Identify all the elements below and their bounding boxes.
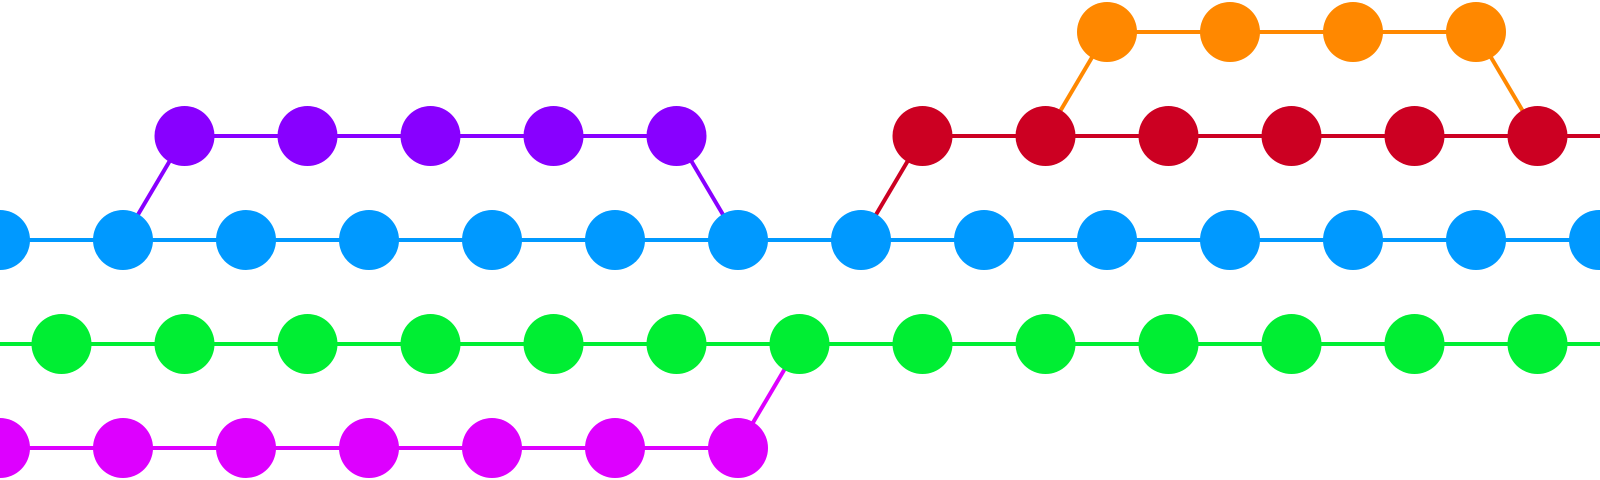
blue-commit-node-10 [1200, 210, 1260, 270]
green-commit-node-29 [31, 314, 92, 374]
blue-commit-node-4 [462, 210, 522, 270]
blue-commit-node-8 [954, 210, 1014, 270]
purple-commit-node-15 [277, 106, 338, 166]
green-commit-node-33 [523, 314, 584, 374]
magenta-commit-node-42 [0, 418, 30, 478]
magenta-commit-node-43 [93, 418, 153, 478]
magenta-commit-node-46 [462, 418, 522, 478]
green-commit-node-39 [1261, 314, 1322, 374]
green-commit-node-32 [400, 314, 461, 374]
blue-commit-node-5 [585, 210, 645, 270]
purple-commit-node-16 [400, 106, 461, 166]
blue-commit-node-1 [93, 210, 153, 270]
green-commit-node-38 [1138, 314, 1199, 374]
blue-commit-node-0 [0, 210, 30, 270]
magenta-commit-node-44 [216, 418, 276, 478]
green-commit-node-35 [769, 314, 830, 374]
red-commit-node-19 [892, 106, 953, 166]
blue-commit-node-13 [1569, 210, 1600, 270]
blue-commit-node-12 [1446, 210, 1506, 270]
magenta-commit-node-47 [585, 418, 645, 478]
orange-commit-node-27 [1323, 2, 1383, 62]
blue-commit-node-3 [339, 210, 399, 270]
red-commit-node-24 [1507, 106, 1568, 166]
orange-commit-node-25 [1077, 2, 1137, 62]
magenta-commit-node-48 [708, 418, 768, 478]
green-commit-node-30 [154, 314, 215, 374]
green-commit-node-31 [277, 314, 338, 374]
blue-commit-node-9 [1077, 210, 1137, 270]
green-commit-node-40 [1384, 314, 1445, 374]
purple-commit-node-18 [646, 106, 707, 166]
blue-commit-node-6 [708, 210, 768, 270]
blue-commit-node-7 [831, 210, 891, 270]
green-commit-node-37 [1015, 314, 1076, 374]
purple-commit-node-17 [523, 106, 584, 166]
blue-commit-node-2 [216, 210, 276, 270]
green-commit-node-41 [1507, 314, 1568, 374]
red-commit-node-23 [1384, 106, 1445, 166]
green-commit-node-34 [646, 314, 707, 374]
red-commit-node-22 [1261, 106, 1322, 166]
purple-commit-node-14 [154, 106, 215, 166]
blue-commit-node-11 [1323, 210, 1383, 270]
green-commit-node-36 [892, 314, 953, 374]
red-commit-node-20 [1015, 106, 1076, 166]
magenta-commit-node-45 [339, 418, 399, 478]
orange-commit-node-28 [1446, 2, 1506, 62]
orange-commit-node-26 [1200, 2, 1260, 62]
red-commit-node-21 [1138, 106, 1199, 166]
